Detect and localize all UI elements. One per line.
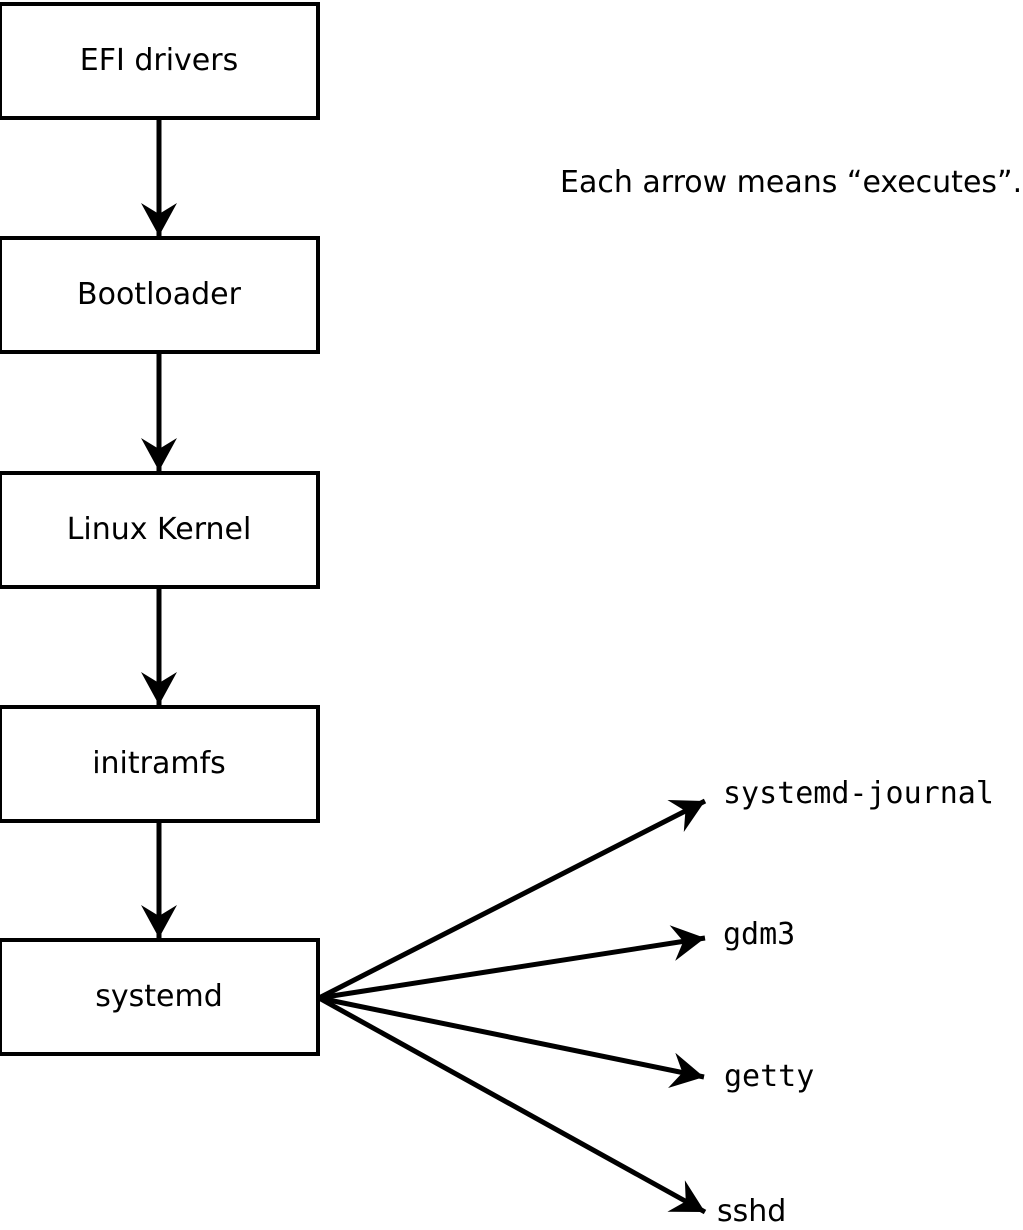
arrow-systemd-to-gdm3: [318, 925, 706, 1001]
box-systemd: systemd: [0, 938, 320, 1056]
arrow-systemd-to-journal: [317, 798, 707, 1001]
arrow-systemd-to-sshd: [317, 995, 707, 1215]
service-label-gdm3: gdm3: [723, 917, 796, 952]
service-label-sshd: sshd: [717, 1194, 787, 1229]
box-bootloader: Bootloader: [0, 236, 320, 354]
box-linux-kernel: Linux Kernel: [0, 471, 320, 589]
arrow-systemd-to-getty: [318, 995, 705, 1088]
arrow-legend-note: Each arrow means “executes”.: [560, 165, 1023, 200]
box-initramfs-label: initramfs: [92, 746, 226, 781]
service-label-systemd-journal: systemd-journal: [723, 776, 994, 811]
box-bootloader-label: Bootloader: [77, 277, 241, 312]
service-label-getty: getty: [724, 1059, 815, 1094]
box-systemd-label: systemd: [95, 979, 223, 1014]
box-efi-drivers: EFI drivers: [0, 2, 320, 120]
box-linux-kernel-label: Linux Kernel: [66, 512, 252, 547]
box-initramfs: initramfs: [0, 705, 320, 823]
box-efi-drivers-label: EFI drivers: [79, 43, 239, 78]
